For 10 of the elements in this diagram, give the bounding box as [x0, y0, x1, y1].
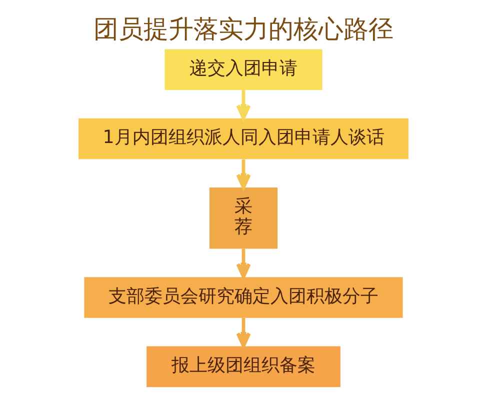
- node-box: 采 荐: [208, 188, 278, 249]
- node-box: 1月内团组织派人同入团申请人谈话: [78, 118, 408, 160]
- arrow: [236, 159, 250, 190]
- arrow: [236, 90, 250, 120]
- node-box: 递交入团申请: [164, 49, 322, 90]
- arrow: [236, 318, 250, 348]
- node-box: 报上级团组织备案: [146, 346, 340, 388]
- arrow: [236, 248, 250, 278]
- node-box: 支部委员会研究确定入团积极分子: [84, 277, 402, 318]
- diagram-title: 团员提升落实力的核心路径: [93, 14, 393, 44]
